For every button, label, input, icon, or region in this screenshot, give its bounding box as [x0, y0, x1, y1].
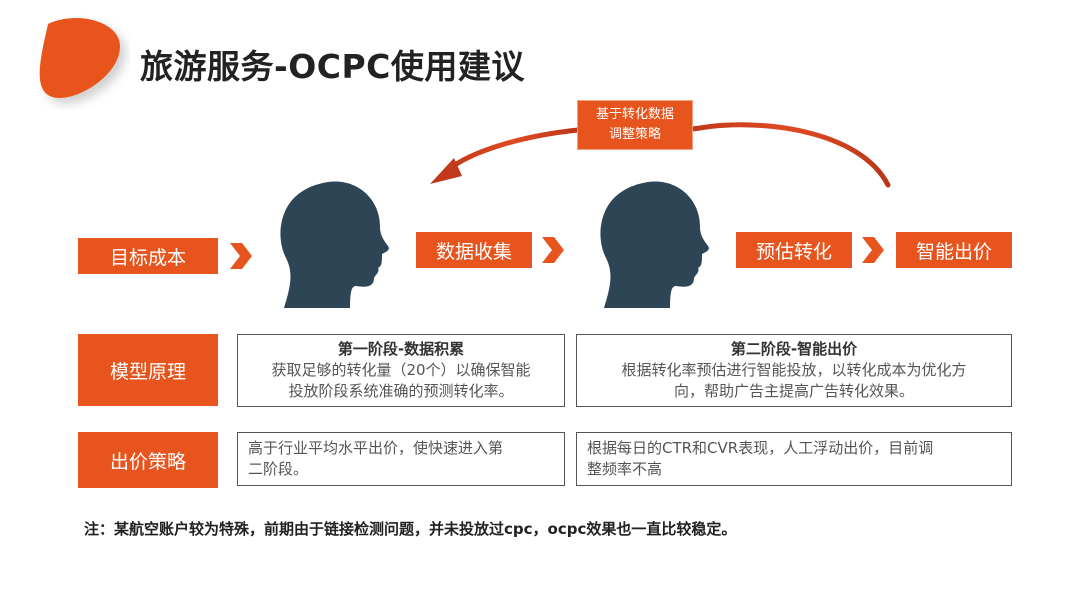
head-silhouette-right-icon: [600, 181, 709, 308]
feedback-note-line1: 基于转化数据: [595, 107, 674, 122]
stage2-line2: 向，帮助广告主提高广告转化效果。: [673, 382, 914, 400]
stage1-title: 第一阶段-数据积累: [337, 340, 465, 358]
bid-stage1-box: 高于行业平均水平出价，使快速进入第 二阶段。: [237, 432, 565, 486]
bid-stage1-line1: 高于行业平均水平出价，使快速进入第: [248, 439, 504, 457]
data-collect-box: 数据收集: [416, 232, 532, 268]
stage2-title: 第二阶段-智能出价: [730, 340, 858, 358]
feedback-note-line2: 调整策略: [608, 127, 661, 142]
footnote: 注：某航空账户较为特殊，前期由于链接检测问题，并未投放过cpc，ocpc效果也一…: [84, 520, 737, 538]
bid-stage2-line1: 根据每日的CTR和CVR表现，人工浮动出价，目前调: [587, 439, 934, 457]
stage1-box: 第一阶段-数据积累 获取足够的转化量（20个）以确保智能 投放阶段系统准确的预测…: [237, 334, 565, 407]
data-collect-label: 数据收集: [435, 240, 512, 263]
stage2-box: 第二阶段-智能出价 根据转化率预估进行智能投放，以转化成本为优化方 向，帮助广告…: [576, 334, 1012, 407]
model-principle-label-box: 模型原理: [78, 334, 218, 406]
logo-shape: [39, 18, 120, 99]
bid-stage2-box: 根据每日的CTR和CVR表现，人工浮动出价，目前调 整频率不高: [576, 432, 1012, 486]
model-principle-label: 模型原理: [109, 360, 186, 383]
feedback-note: 基于转化数据 调整策略: [578, 101, 692, 149]
stage1-line1: 获取足够的转化量（20个）以确保智能: [271, 361, 531, 379]
bid-strategy-label-box: 出价策略: [78, 432, 218, 488]
bid-stage2-line2: 整频率不高: [587, 460, 663, 478]
chevron-right-icon: [230, 243, 252, 269]
estimate-conversion-label: 预估转化: [755, 240, 832, 263]
smart-bid-label: 智能出价: [915, 240, 992, 263]
stage2-line1: 根据转化率预估进行智能投放，以转化成本为优化方: [621, 361, 967, 379]
chevron-right-icon: [862, 237, 884, 263]
head-silhouette-left-icon: [280, 181, 389, 308]
stage1-line2: 投放阶段系统准确的预测转化率。: [288, 382, 514, 400]
estimate-conversion-box: 预估转化: [736, 232, 852, 268]
target-cost-label: 目标成本: [109, 246, 186, 269]
target-cost-box: 目标成本: [78, 238, 218, 274]
bid-stage1-line2: 二阶段。: [248, 460, 309, 478]
page-title: 旅游服务-OCPC使用建议: [140, 47, 525, 86]
chevron-right-icon: [542, 237, 564, 263]
smart-bid-box: 智能出价: [896, 232, 1012, 268]
bid-strategy-label: 出价策略: [109, 450, 186, 473]
